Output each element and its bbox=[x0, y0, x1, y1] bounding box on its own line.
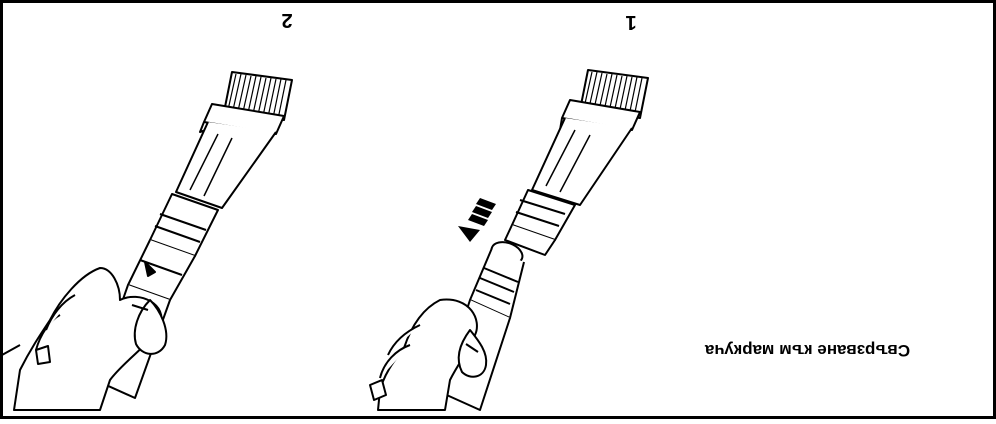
hand-1 bbox=[369, 298, 488, 411]
step-1-illustration bbox=[369, 69, 649, 411]
step-2-illustration bbox=[1, 71, 293, 411]
direction-arrow bbox=[458, 198, 496, 242]
hose-end-1 bbox=[439, 241, 525, 411]
hand-2 bbox=[1, 267, 168, 411]
step-number-1: 1 bbox=[625, 11, 637, 33]
brush-nozzle-1 bbox=[504, 69, 649, 256]
figure-caption: Свързване към маркуча bbox=[704, 341, 911, 360]
step-number-2: 2 bbox=[281, 9, 293, 31]
